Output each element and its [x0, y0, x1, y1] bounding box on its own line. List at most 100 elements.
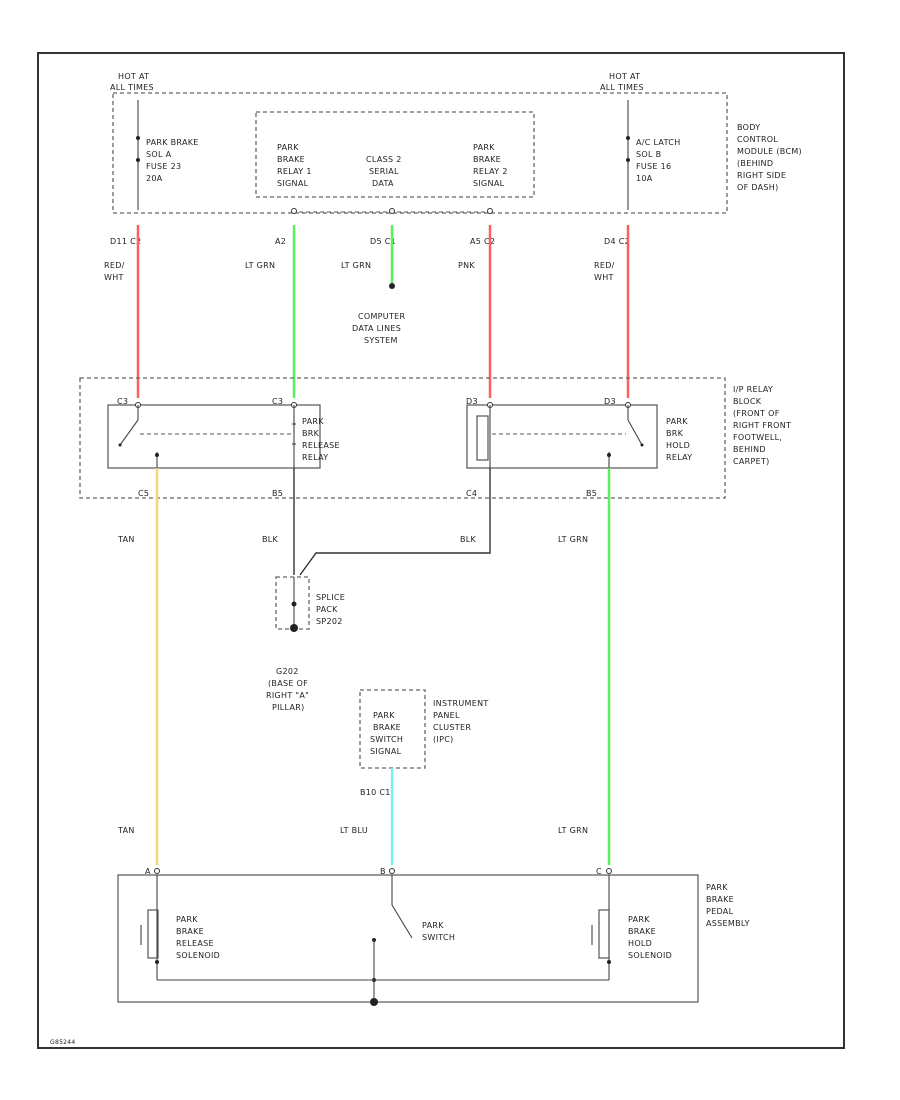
- relay-pin-bottom-0: C5: [138, 489, 149, 498]
- bcm-name-1: CONTROL: [737, 135, 778, 144]
- bcm-name-4: RIGHT SIDE: [737, 171, 786, 180]
- bcm-left-label-2: FUSE 23: [146, 162, 181, 171]
- ipc-0: INSTRUMENT: [433, 699, 489, 708]
- relay-pin-top-3: D3: [604, 397, 616, 406]
- bcm-pin-a2: [291, 208, 297, 214]
- bcm-right-label-0: A/C LATCH: [636, 138, 681, 147]
- hold-relay-2: HOLD: [666, 441, 690, 450]
- hot-right-line1: HOT AT: [609, 72, 640, 81]
- pedal-assembly-0: PARK: [706, 883, 728, 892]
- relay-pin-bottom-3: B5: [586, 489, 597, 498]
- switch-signal-0: PARK: [373, 711, 395, 720]
- ipc-pin: B10 C1: [360, 788, 391, 797]
- bcm-class2-2: DATA: [372, 179, 394, 188]
- ipc-1: PANEL: [433, 711, 460, 720]
- release-sol-1: BRAKE: [176, 927, 204, 936]
- pin-top-4: D4 C2: [604, 237, 630, 246]
- hold-relay-3: RELAY: [666, 453, 693, 462]
- bcm-relay1-3: SIGNAL: [277, 179, 309, 188]
- relay-block-4: FOOTWELL,: [733, 433, 782, 442]
- ground-g202: [290, 624, 298, 632]
- switch-signal-3: SIGNAL: [370, 747, 402, 756]
- data-lines-0: COMPUTER: [358, 312, 406, 321]
- hold-sol-3: SOLENOID: [628, 951, 672, 960]
- hold-switch-contact: [640, 443, 644, 447]
- release-sol-3: SOLENOID: [176, 951, 220, 960]
- wire-label-bottom-tan: TAN: [117, 826, 135, 835]
- outer-frame: [37, 52, 845, 1049]
- wire-label-w1-1: WHT: [104, 273, 124, 282]
- bcm-class2-1: SERIAL: [369, 167, 399, 176]
- pedal-assembly-3: ASSEMBLY: [706, 919, 750, 928]
- bcm-relay2-3: SIGNAL: [473, 179, 505, 188]
- bcm-relay1-1: BRAKE: [277, 155, 305, 164]
- hold-relay-box: [466, 404, 658, 469]
- release-relay-2: RELEASE: [302, 441, 340, 450]
- bcm-relay2-0: PARK: [473, 143, 495, 152]
- bcm-pin-a5: [487, 208, 493, 214]
- wire-label-w1-0: RED/: [104, 261, 125, 270]
- relay-block-3: RIGHT FRONT: [733, 421, 791, 430]
- release-solenoid: [147, 909, 159, 959]
- park-switch-blade: [391, 904, 413, 939]
- hold-coil: [476, 415, 489, 461]
- hold-sol-0: PARK: [628, 915, 650, 924]
- data-lines-2: SYSTEM: [364, 336, 398, 345]
- fuse-left-dot-top: [136, 136, 140, 140]
- wire-label-w5-0: RED/: [594, 261, 615, 270]
- pedal-pin-a: A: [145, 867, 151, 876]
- relay-block-box: [79, 377, 726, 499]
- wire-label-bottom-ltgrn: LT GRN: [558, 826, 588, 835]
- release-relay-1: BRK: [302, 429, 320, 438]
- release-sol-2: RELEASE: [176, 939, 214, 948]
- wire-label-w5-1: WHT: [594, 273, 614, 282]
- bcm-class2-0: CLASS 2: [366, 155, 402, 164]
- bcm-box: [112, 92, 728, 214]
- pin-top-0: D11 C2: [110, 237, 141, 246]
- pedal-pin-c-dot: [606, 868, 612, 874]
- wire-label-mid-ltgrn: LT GRN: [558, 535, 588, 544]
- ground-1: (BASE OF: [268, 679, 308, 688]
- pin-top-3: A5 C2: [470, 237, 495, 246]
- ipc-2: CLUSTER: [433, 723, 471, 732]
- hot-left-line1: HOT AT: [118, 72, 149, 81]
- data-lines-1: DATA LINES: [352, 324, 401, 333]
- ipc-3: (IPC): [433, 735, 454, 744]
- relay-block-6: CARPET): [733, 457, 770, 466]
- splice-2: SP202: [316, 617, 343, 626]
- wire-label-w2: LT GRN: [245, 261, 275, 270]
- pedal-assembly-1: BRAKE: [706, 895, 734, 904]
- splice-0: SPLICE: [316, 593, 345, 602]
- splice-dot: [291, 601, 297, 607]
- bcm-relay2-2: RELAY 2: [473, 167, 508, 176]
- release-relay-box: [107, 404, 321, 469]
- switch-signal-1: BRAKE: [373, 723, 401, 732]
- release-switch-blade: [119, 419, 139, 446]
- pedal-pin-b-dot: [389, 868, 395, 874]
- wire-label-w4: PNK: [458, 261, 475, 270]
- release-relay-3: RELAY: [302, 453, 329, 462]
- fuse-left-dot-bottom: [136, 158, 140, 162]
- bcm-left-label-1: SOL A: [146, 150, 172, 159]
- wire-label-mid-blk1: BLK: [262, 535, 279, 544]
- bcm-relay1-0: PARK: [277, 143, 299, 152]
- wire-blk-hold: [299, 468, 491, 576]
- ground-0: G202: [276, 667, 299, 676]
- pedal-pin-b: B: [380, 867, 386, 876]
- relay-block-2: (FRONT OF: [733, 409, 780, 418]
- release-sol-dot: [155, 960, 159, 964]
- pedal-ground: [370, 998, 378, 1006]
- hold-relay-1: BRK: [666, 429, 684, 438]
- hot-left-line2: ALL TIMES: [110, 83, 154, 92]
- figure-id: G85244: [50, 1039, 76, 1046]
- relay-pin-top-0: C3: [117, 397, 128, 406]
- pin-top-2: D5 C1: [370, 237, 396, 246]
- bcm-left-label-0: PARK BRAKE: [146, 138, 199, 147]
- relay-block-0: I/P RELAY: [733, 385, 773, 394]
- wire-label-bottom-ltblu: LT BLU: [340, 826, 368, 835]
- bcm-relay1-2: RELAY 1: [277, 167, 312, 176]
- bcm-name-5: OF DASH): [737, 183, 779, 192]
- hold-relay-0: PARK: [666, 417, 688, 426]
- relay-pin-bottom-1: B5: [272, 489, 283, 498]
